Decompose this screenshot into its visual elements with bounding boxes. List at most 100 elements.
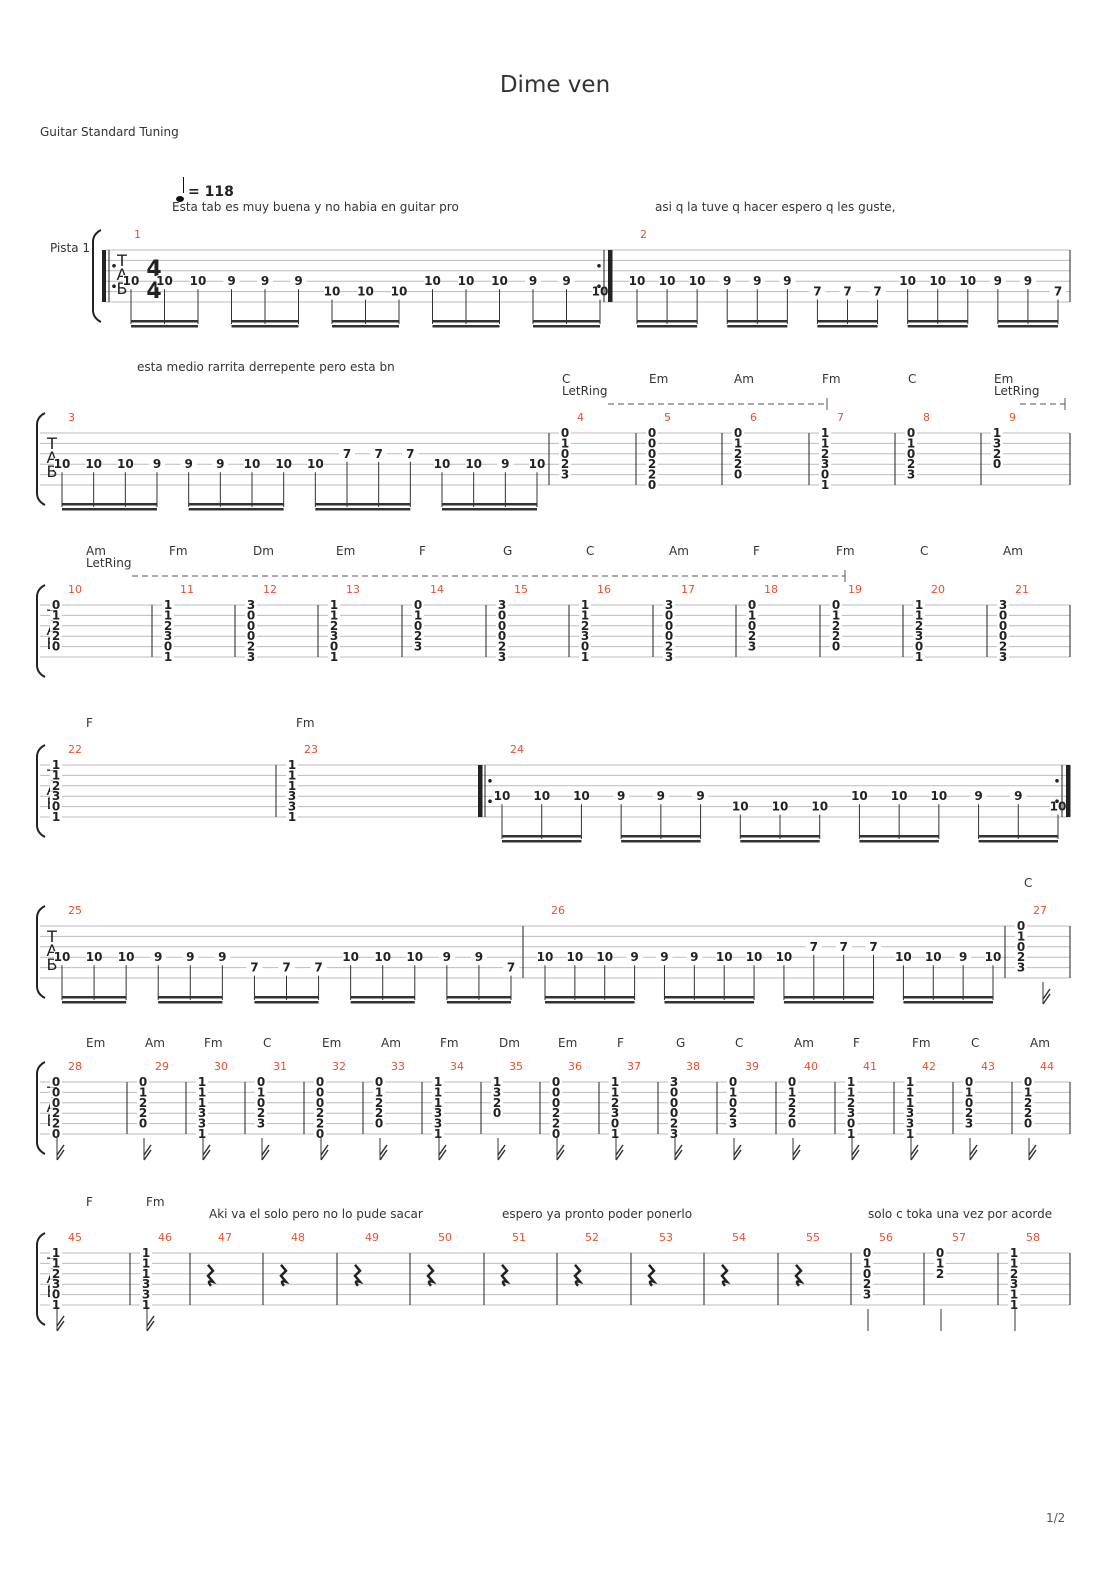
fret-number: 2 [52, 1267, 60, 1281]
fret-number: 3 [257, 1117, 265, 1131]
note-background [496, 652, 508, 662]
quarter-rest-icon [794, 1263, 805, 1287]
fret-number: 10 [716, 950, 733, 964]
measure-number: 9 [1009, 411, 1016, 424]
note-background [869, 285, 886, 298]
fret-number: 1 [915, 608, 923, 622]
note-background [550, 1087, 562, 1098]
fret-number: 2 [375, 1096, 383, 1110]
note-background [328, 620, 340, 631]
fret-number: 2 [414, 629, 422, 643]
fret-number: 1 [142, 1267, 150, 1281]
fret-number: 0 [375, 1117, 383, 1131]
fret-number: 3 [198, 1117, 206, 1131]
note-background [432, 1077, 444, 1087]
note-flag [1028, 1149, 1037, 1161]
chord-name: Am [86, 544, 106, 558]
fret-number: 10 [190, 274, 207, 288]
note-background [1008, 1268, 1020, 1279]
fret-number: 3 [247, 598, 255, 612]
note-flag [674, 1144, 683, 1156]
fret-number: 3 [670, 1127, 678, 1141]
fret-number: 1 [198, 1127, 206, 1141]
fret-number: 3 [999, 598, 1007, 612]
note-background [668, 1097, 680, 1108]
beam [859, 840, 939, 843]
fret-number: 0 [665, 608, 673, 622]
fret-number: 0 [52, 1085, 60, 1099]
chord-name: C [263, 1036, 272, 1050]
fret-number: 1 [198, 1085, 206, 1099]
note-background [50, 600, 62, 610]
note-background [579, 600, 591, 610]
fret-number: 0 [821, 468, 829, 482]
fret-number: 1 [288, 779, 296, 793]
note-background [689, 275, 706, 288]
beam [903, 1001, 993, 1004]
fret-number: 3 [498, 598, 506, 612]
quarter-rest-icon [353, 1263, 364, 1287]
fret-number: 1 [198, 1075, 206, 1089]
fret-number: 1 [493, 1075, 501, 1089]
note-background [373, 1118, 385, 1129]
note-background [904, 1097, 916, 1108]
repeat-dot [1055, 799, 1059, 803]
note-background [732, 459, 744, 470]
note-background [496, 631, 508, 642]
fret-number: 9 [184, 457, 192, 471]
fret-number: 10 [342, 950, 359, 964]
note-background [579, 610, 591, 621]
fret-number: 1 [142, 1256, 150, 1270]
measure-number: 1 [134, 228, 141, 241]
note-background [245, 652, 257, 662]
note-background [550, 1118, 562, 1129]
note-background [328, 610, 340, 621]
note-background [357, 285, 374, 298]
note-background [223, 275, 240, 288]
fret-number: 0 [247, 608, 255, 622]
note-background [811, 800, 828, 813]
note-background [123, 275, 139, 288]
fret-number: 1 [142, 1298, 150, 1312]
fret-number: 2 [611, 1096, 619, 1110]
fret-number: 10 [746, 950, 763, 964]
measure-number: 21 [1015, 583, 1029, 596]
fret-number: 0 [1024, 1117, 1032, 1131]
measure-number: 35 [509, 1060, 523, 1073]
note-flag [969, 1144, 978, 1156]
note-background [955, 951, 972, 964]
chord-name: C [586, 544, 595, 558]
note-background [663, 631, 675, 642]
note-background [533, 790, 550, 803]
note-background [50, 791, 62, 802]
fret-number: 2 [52, 779, 60, 793]
tab-clef-letter: A [47, 941, 58, 960]
fret-number: 0 [670, 1085, 678, 1099]
note-background [861, 1258, 873, 1269]
fret-number: 10 [629, 274, 646, 288]
fret-number: 0 [832, 640, 840, 654]
note-background [140, 1279, 152, 1290]
fret-number: 9 [261, 274, 269, 288]
fret-number: 3 [1017, 961, 1025, 975]
note-background [314, 1097, 326, 1108]
note-background [50, 610, 62, 621]
fret-number: 9 [216, 457, 224, 471]
fret-number: 1 [611, 1127, 619, 1141]
note-background [496, 620, 508, 631]
fret-number: 2 [561, 457, 569, 471]
beam [637, 325, 698, 328]
chord-name: Am [145, 1036, 165, 1050]
note-background [50, 641, 62, 652]
note-background [659, 275, 676, 288]
annotation-text: espero ya pronto poder ponerlo [502, 1207, 693, 1221]
annotation-text: asi q la tuve q hacer espero q les guste… [655, 200, 896, 214]
fret-number: 1 [52, 1246, 60, 1260]
note-background [559, 428, 571, 438]
tab-clef-letter: T [46, 434, 57, 453]
fret-number: 3 [821, 457, 829, 471]
note-background [609, 1118, 621, 1129]
fret-number: 1 [734, 436, 742, 450]
fret-number: 1 [1010, 1246, 1018, 1260]
beam [978, 835, 1058, 838]
